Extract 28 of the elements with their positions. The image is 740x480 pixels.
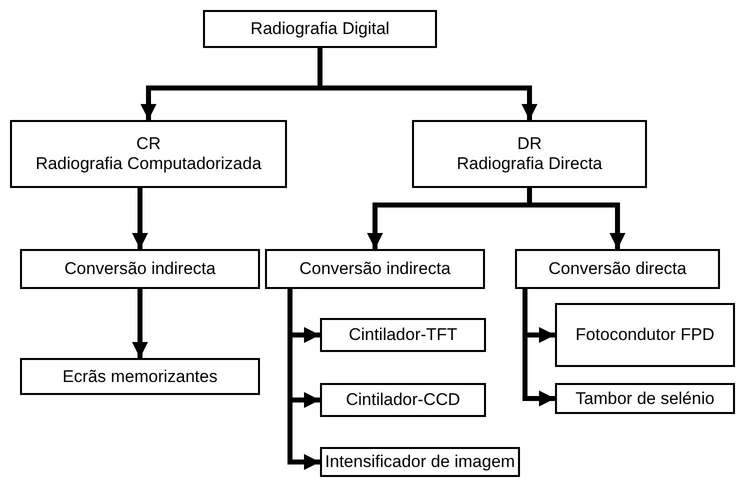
box-label: Cintilador-TFT <box>348 325 458 345</box>
box-label: DR <box>517 134 542 154</box>
box <box>20 249 260 289</box>
box <box>265 249 485 289</box>
box-label: Radiografia Directa <box>456 154 602 174</box>
box <box>555 383 735 414</box>
box-label: Fotocondutor FPD <box>576 325 714 345</box>
box <box>412 120 647 188</box>
arrow <box>132 188 148 249</box>
arrow <box>132 289 148 358</box>
box-label: Conversão indirecta <box>299 259 451 279</box>
box <box>515 249 720 289</box>
box <box>20 358 260 395</box>
box-label: Conversão directa <box>548 259 686 279</box>
box <box>320 318 486 352</box>
box-label: Radiografia Computadorizada <box>36 154 262 174</box>
box <box>320 383 486 417</box>
box-label: Conversão indirecta <box>64 259 216 279</box>
box-label: Ecrãs memorizantes <box>62 366 218 386</box>
box <box>10 120 287 188</box>
box-label: Radiografia Digital <box>250 19 390 39</box>
box-label: Tambor de selénio <box>576 388 714 408</box>
box <box>320 447 520 477</box>
box <box>203 10 437 48</box>
box-label: Cintilador-CCD <box>346 390 460 410</box>
box <box>555 303 735 367</box>
box-label: Intensificador de imagem <box>325 452 515 472</box>
box-label: CR <box>136 134 161 154</box>
